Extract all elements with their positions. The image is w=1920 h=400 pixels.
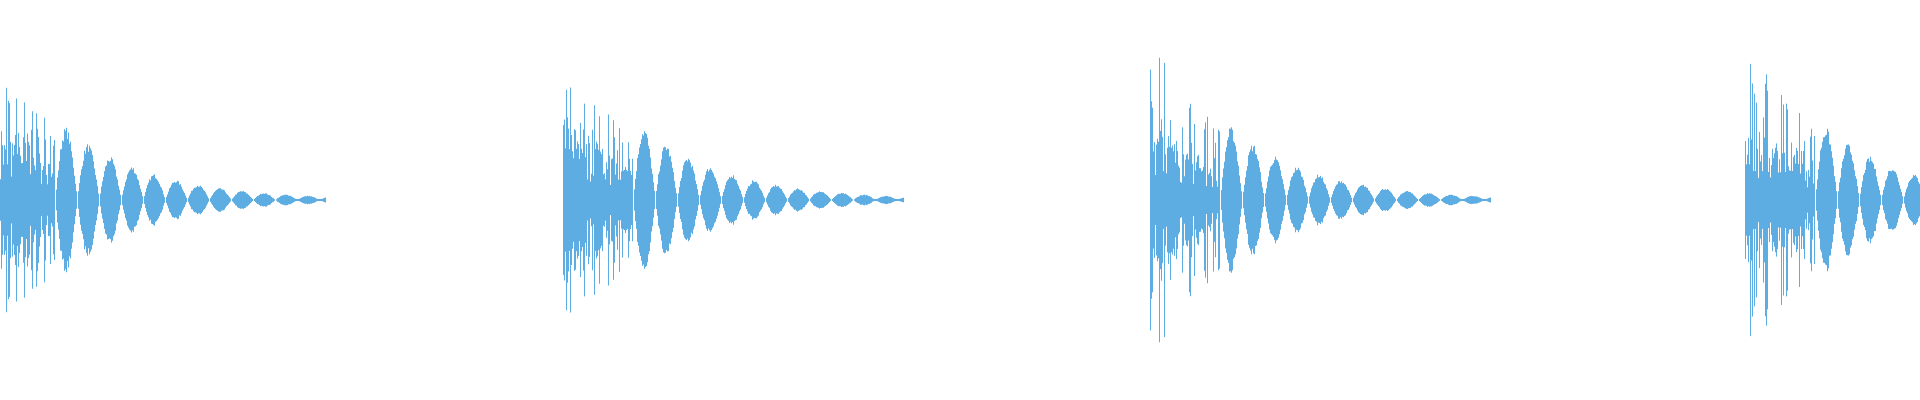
waveform-trace [0,57,1920,343]
